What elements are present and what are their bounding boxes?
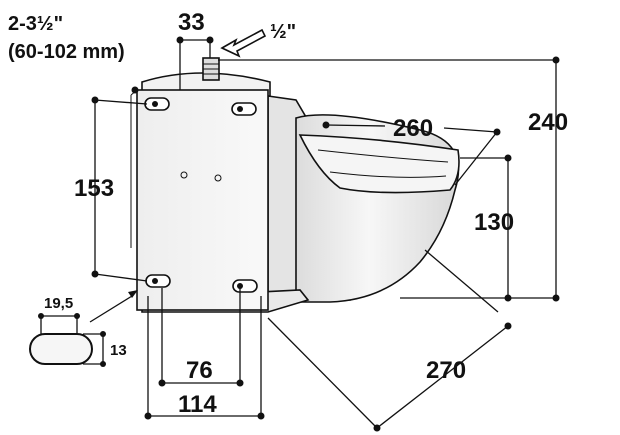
wall-plate <box>136 89 269 311</box>
depth-label: 270 <box>426 357 466 384</box>
bowl-rim-inner-2 <box>329 171 447 178</box>
bowl-rim-inner <box>317 149 449 163</box>
bowl-height-label: 130 <box>474 209 514 236</box>
slot-top-right <box>231 102 257 116</box>
slot-spacing-vertical-label: 153 <box>74 175 114 202</box>
inlet-size-label: ½" <box>270 21 296 43</box>
inlet-arrow-icon <box>220 28 267 58</box>
slot-length-label: 19,5 <box>44 295 73 312</box>
dimension-dots <box>38 36 560 432</box>
total-height-label: 240 <box>528 109 568 136</box>
plate-width-label: 114 <box>178 391 217 418</box>
inlet-offset-label: 33 <box>178 9 205 36</box>
bowl-width-label: 260 <box>393 115 433 142</box>
product-body <box>130 57 460 313</box>
pipe-range-mm-label: (60-102 mm) <box>8 41 125 63</box>
screw-hole-left <box>180 171 188 179</box>
screw-hole-right <box>214 174 222 182</box>
slot-detail-shape <box>29 333 93 365</box>
slot-bottom-right <box>232 279 258 293</box>
bowl-rim <box>298 134 460 194</box>
slot-spacing-horizontal-label: 76 <box>186 357 213 384</box>
slot-height-label: 13 <box>110 342 127 359</box>
pipe-range-inch-label: 2-3½" <box>8 13 63 35</box>
